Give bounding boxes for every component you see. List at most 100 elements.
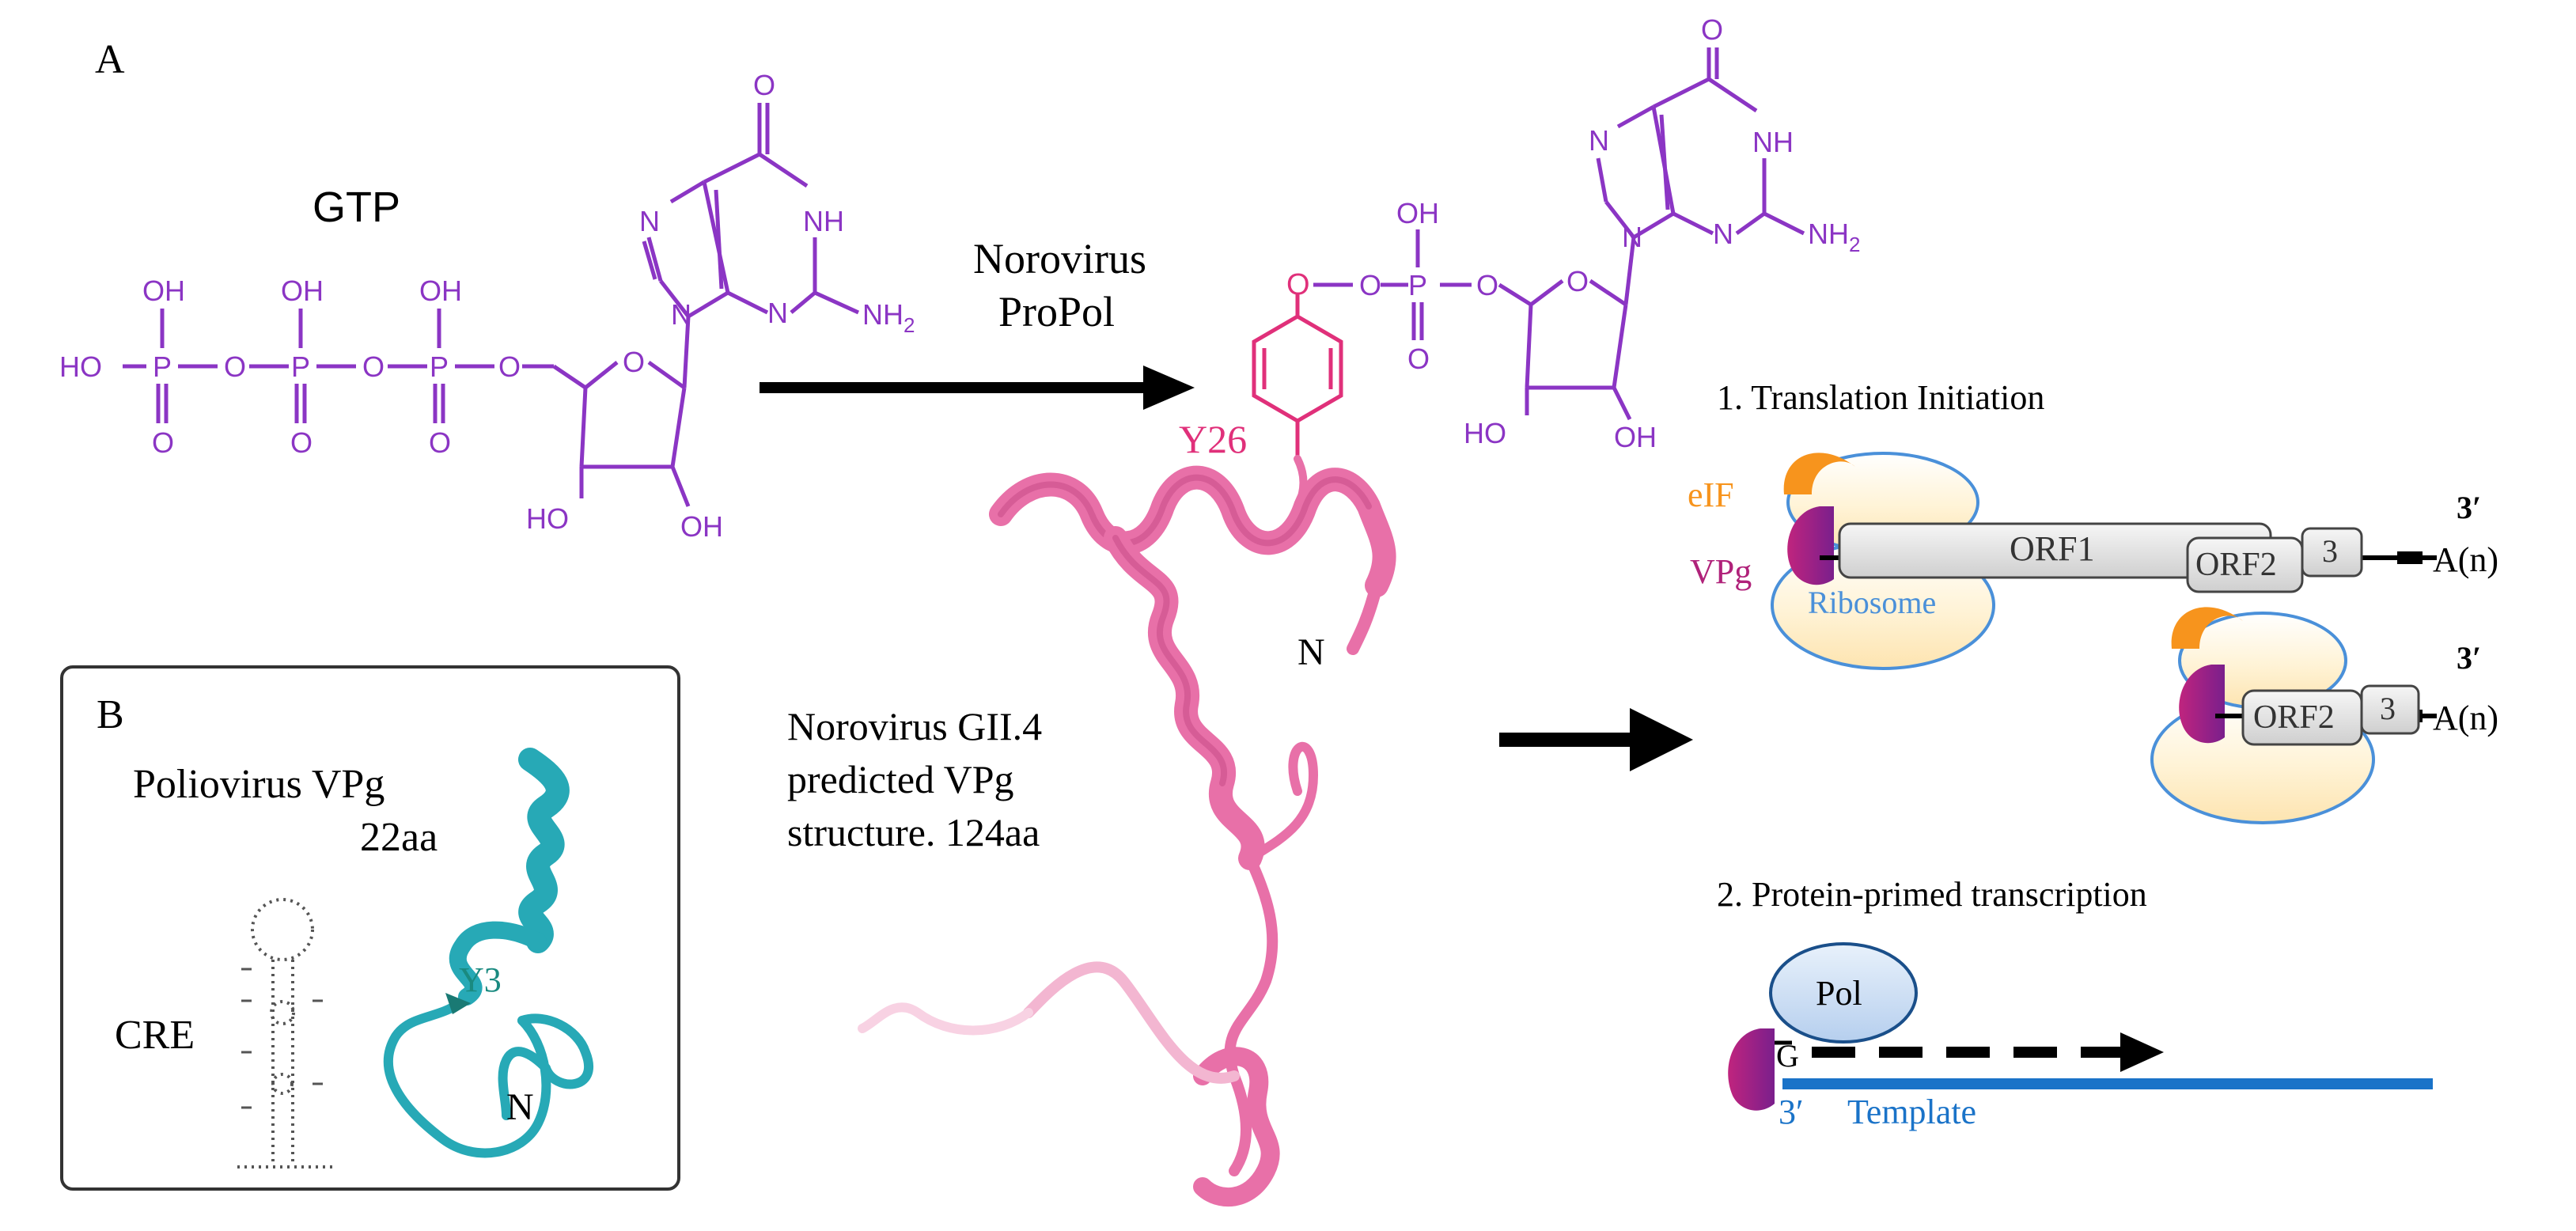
norovirus-vpg-ribbon [858, 455, 1396, 1206]
product-phosphate [1313, 47, 1805, 421]
triphosphate-chain [123, 309, 554, 423]
polya-2: A(n) [2433, 699, 2498, 737]
sg-orf2-label: ORF2 [2253, 699, 2335, 736]
template-three-prime: 3′ [1779, 1093, 1804, 1131]
vpg-shape [1787, 506, 1834, 585]
g-label: G [1776, 1038, 1799, 1074]
panel-b-title-line2: 22aa [360, 815, 438, 860]
o-double3-label: O [429, 426, 451, 459]
translation-initiation: 1. Translation Initiation eIF VPg ORF1 O… [1688, 378, 2498, 824]
function-arrow [1499, 708, 1693, 771]
orf3-label: 3 [2322, 533, 2338, 569]
guanine-o-label: O [753, 69, 775, 101]
protein-primed-transcription: 2. Protein-primed transcription Pol G 3′… [1717, 875, 2433, 1131]
product-o1-label: O [1359, 269, 1381, 301]
ribosome-label: Ribosome [1808, 585, 1936, 620]
guanine-n2-label: N [671, 298, 691, 331]
guanine-n3-label: N [767, 297, 788, 329]
o1-label: O [224, 350, 246, 383]
vpg-label: VPg [1690, 552, 1752, 591]
translation-heading: 1. Translation Initiation [1717, 378, 2044, 417]
product-nh2-label: NH2 [1808, 218, 1860, 256]
polio-n-terminus: N [506, 1086, 534, 1128]
panel-b-letter: B [97, 692, 124, 737]
oh2-label: OH [281, 275, 324, 307]
o-double2-label: O [290, 426, 313, 459]
three-prime-2: 3′ [2457, 640, 2481, 676]
orf1-label: ORF1 [2010, 529, 2095, 568]
structure-caption-line1: Norovirus GII.4 [787, 704, 1042, 748]
y3-arrowhead [445, 993, 471, 1014]
gtp-molecule: GTP HO P O P O P [59, 69, 915, 543]
panel-b-title-line1: Poliovirus VPg [133, 762, 385, 807]
oh1-label: OH [142, 275, 185, 307]
pol-label: Pol [1816, 974, 1862, 1013]
product-p-label: P [1408, 269, 1427, 301]
orf3-box [2301, 527, 2363, 578]
sg-orf3-box [2360, 684, 2420, 735]
cre-label: CRE [115, 1013, 195, 1058]
ho-label: HO [59, 350, 102, 383]
product-o-double-label: O [1407, 343, 1430, 375]
poliovirus-vpg-ribbon [383, 748, 594, 1158]
tyrosine-ring [1252, 293, 1343, 459]
product-n1-label: N [1589, 124, 1609, 157]
guanine-base [642, 103, 860, 319]
vpg-pg-product: O [1252, 13, 1860, 459]
ribose-ring [552, 316, 691, 507]
y26-label: Y26 [1179, 417, 1247, 461]
reaction-arrow [760, 366, 1195, 410]
p1-label: P [153, 350, 172, 383]
eif-shape [1783, 453, 1855, 494]
polya-1: A(n) [2433, 540, 2498, 579]
orf2-label: ORF2 [2195, 547, 2277, 583]
y3-label: Y3 [459, 960, 502, 999]
gtp-title: GTP [313, 184, 400, 231]
ribose-o-label: O [623, 346, 645, 378]
product-o-carbonyl-label: O [1701, 13, 1723, 46]
three-prime-1: 3′ [2457, 490, 2481, 525]
guanine-nh2-label: NH2 [862, 298, 915, 337]
ribose-ho-label: HO [526, 502, 569, 535]
transcription-heading: 2. Protein-primed transcription [1717, 875, 2147, 914]
cre-side-marks [241, 968, 323, 1109]
panel-b: B Poliovirus VPg 22aa CRE [60, 665, 680, 1191]
polymerase-shape [1769, 942, 1918, 1044]
transcription-vpg-shape [1728, 1028, 1775, 1111]
oh3-label: OH [419, 275, 462, 307]
tyrosine-o-label: O [1286, 268, 1310, 301]
structure-caption-line3: structure. 124aa [787, 810, 1040, 854]
product-ribose-o-label: O [1566, 265, 1589, 297]
product-n2-label: N [1622, 221, 1642, 253]
o2-label: O [362, 350, 385, 383]
eif-label: eIF [1688, 475, 1734, 514]
p3-label: P [430, 350, 449, 383]
structure-caption: Norovirus GII.4 predicted VPg structure.… [787, 704, 1042, 854]
structure-caption-line2: predicted VPg [787, 757, 1014, 801]
o-double1-label: O [152, 426, 174, 459]
product-nh-label: NH [1752, 126, 1794, 158]
polya-tail-mark [2397, 551, 2423, 564]
reaction-label-line2: ProPol [998, 288, 1115, 335]
o3-label: O [498, 350, 521, 383]
product-oh2-label: OH [1614, 421, 1657, 453]
nascent-strand-arrowhead [2120, 1032, 2164, 1072]
guanine-nh-label: NH [803, 205, 844, 237]
sg-eif-shape [2171, 607, 2243, 649]
p2-label: P [291, 350, 310, 383]
sg-vpg-shape [2179, 665, 2225, 744]
product-oh-label: OH [1396, 197, 1439, 229]
template-label: Template [1847, 1093, 1976, 1131]
guanine-n1-label: N [639, 205, 660, 237]
product-ho-label: HO [1464, 417, 1506, 449]
vpg-n-terminus: N [1297, 631, 1325, 673]
sg-orf3-label: 3 [2380, 691, 2396, 726]
ribose-oh-label: OH [680, 510, 723, 543]
product-n3-label: N [1713, 218, 1733, 250]
panel-a-letter: A [95, 37, 125, 82]
triphosphate-labels: HO P O P O P O OH OH OH O O O [59, 275, 521, 459]
panel-b-frame [60, 665, 680, 1191]
reaction-label-line1: Norovirus [973, 235, 1146, 282]
cre-stem-loop [237, 898, 332, 1169]
